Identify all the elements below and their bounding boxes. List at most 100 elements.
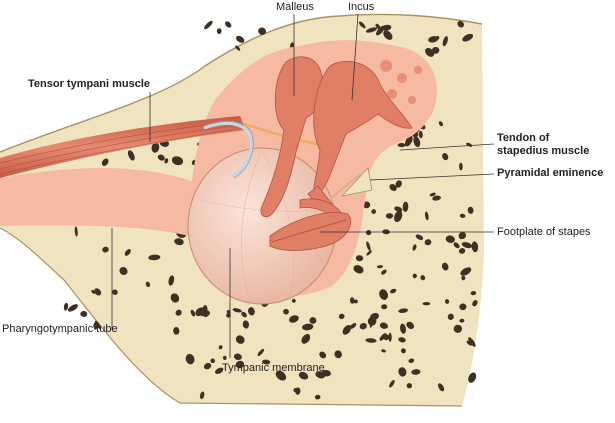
marrow-hole [342, 324, 352, 335]
marrow-hole [390, 288, 397, 294]
label-footplate-of-stapes: Footplate of stapes [497, 226, 591, 238]
marrow-hole [458, 231, 467, 240]
marrow-hole [420, 275, 426, 281]
marrow-hole [170, 293, 180, 303]
marrow-hole [388, 332, 392, 342]
marrow-hole [412, 244, 417, 251]
marrow-hole [366, 241, 371, 251]
marrow-hole [67, 304, 78, 312]
marrow-hole [394, 206, 403, 212]
marrow-hole [472, 300, 478, 307]
marrow-hole [389, 380, 395, 388]
marrow-hole [438, 121, 444, 127]
marrow-hole [381, 304, 388, 310]
marrow-hole [309, 317, 317, 324]
marrow-hole [379, 289, 388, 300]
marrow-hole [444, 299, 450, 304]
marrow-hole [145, 281, 151, 288]
marrow-hole [216, 28, 222, 34]
marrow-hole [112, 289, 118, 295]
marrow-hole [381, 349, 387, 353]
marrow-hole [429, 192, 436, 197]
marrow-hole [235, 335, 245, 344]
marrow-hole [398, 337, 406, 343]
marrow-hole [174, 238, 184, 246]
marrow-hole [124, 249, 131, 256]
marrow-hole [375, 23, 381, 30]
marrow-hole [199, 391, 205, 400]
marrow-hole [218, 345, 223, 350]
marrow-hole [467, 206, 474, 214]
marrow-hole [461, 275, 466, 281]
marrow-hole [428, 36, 439, 43]
marrow-hole [424, 211, 429, 221]
marrow-hole [471, 241, 479, 253]
marrow-hole [301, 334, 311, 344]
marrow-hole [442, 153, 449, 161]
marrow-hole [291, 298, 296, 303]
nerve-strand [203, 121, 253, 178]
marrow-hole [173, 327, 180, 335]
marrow-hole [424, 239, 432, 246]
marrow-hole [363, 201, 371, 209]
marrow-hole [445, 235, 455, 243]
marrow-hole [215, 367, 224, 374]
marrow-hole [438, 383, 445, 392]
label-pharyngotympanic-tube: Pharyngotympanic tube [2, 323, 118, 335]
marrow-hole [235, 360, 245, 369]
marrow-hole [411, 369, 421, 375]
marrow-hole [94, 288, 102, 296]
marrow-hole [441, 262, 449, 271]
marrow-hole [413, 136, 421, 148]
marrow-hole [359, 323, 367, 330]
marrow-hole [232, 308, 242, 313]
marrow-hole [459, 303, 467, 311]
label-tensor-tympani-muscle: Tensor tympani muscle [28, 78, 151, 90]
label-pyramidal-eminence: Pyramidal eminence [497, 167, 604, 179]
stapedius-tendon [329, 171, 365, 201]
marrow-hole [460, 267, 472, 276]
marrow-hole [257, 348, 265, 357]
pyramidal-eminence-shape [340, 167, 373, 197]
marrow-hole [412, 273, 417, 279]
label-incus: Incus [348, 1, 375, 13]
marrow-hole [314, 394, 321, 400]
marrow-hole [422, 302, 431, 306]
marrow-hole [461, 242, 473, 249]
pharyngotympanic-tube-lumen [0, 167, 204, 240]
marrow-hole [222, 355, 227, 360]
marrow-hole [371, 209, 377, 214]
marrow-hole [235, 45, 241, 51]
marrow-hole [400, 323, 406, 334]
marrow-hole [453, 324, 462, 333]
marrow-hole [94, 320, 102, 330]
marrow-hole [459, 318, 465, 323]
marrow-hole [349, 323, 357, 329]
marrow-hole [376, 265, 384, 269]
marrow-hole [80, 310, 88, 318]
marrow-hole [447, 313, 454, 320]
marrow-hole [365, 338, 377, 343]
marrow-hole [175, 309, 182, 316]
marrow-hole [459, 162, 463, 171]
spongy-bone-marrow [52, 20, 479, 400]
marrow-hole [127, 150, 135, 161]
tensor-tympani-muscle-shape [0, 116, 246, 178]
marrow-hole [468, 337, 476, 347]
marrow-hole [164, 158, 169, 164]
marrow-hole [457, 20, 465, 28]
marrow-hole [275, 370, 287, 381]
marrow-hole [248, 307, 255, 316]
marrow-hole [157, 154, 165, 161]
marrow-hole [185, 353, 195, 365]
marrow-hole [395, 180, 402, 188]
marrow-hole [453, 242, 460, 249]
bone-outline [0, 13, 483, 153]
marrow-hole [102, 246, 109, 253]
marrow-hole [425, 47, 435, 57]
malleus-shape [260, 56, 324, 218]
marrow-hole [210, 358, 215, 364]
marrow-hole [236, 35, 245, 43]
marrow-hole [151, 142, 160, 153]
marrow-hole [283, 308, 289, 315]
